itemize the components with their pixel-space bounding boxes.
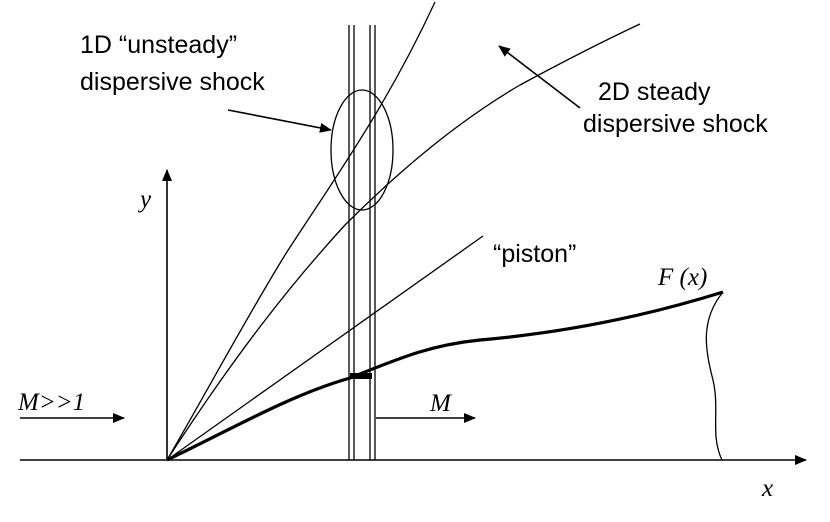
piston-strip (348, 25, 376, 460)
shock-1d-label-line1: 1D “unsteady” (80, 31, 237, 59)
shock-1d-label-line2: dispersive shock (80, 68, 265, 96)
shock-region-ellipse (330, 89, 394, 211)
body-right-edge (705, 291, 724, 461)
incoming-flow-label: M>>1 (17, 389, 85, 416)
shock-1d-pointer (227, 109, 332, 133)
shock-front-2d-curve (166, 23, 641, 461)
body-shape-label: F (x) (657, 264, 707, 291)
shock-2d-label-line2: dispersive shock (583, 110, 768, 138)
piston-speed-label: M (429, 390, 452, 417)
body-shape-curve (166, 290, 724, 462)
x-axis-label: x (761, 475, 773, 502)
piston-block (350, 373, 372, 379)
y-axis-label: y (137, 186, 152, 213)
shock-2d-label-line1: 2D steady (598, 78, 711, 106)
shock-front-1d-curve (166, 1, 436, 461)
piston-label: “piston” (493, 240, 576, 268)
shock-2d-pointer (498, 45, 581, 109)
piston-characteristic-line (166, 235, 484, 461)
